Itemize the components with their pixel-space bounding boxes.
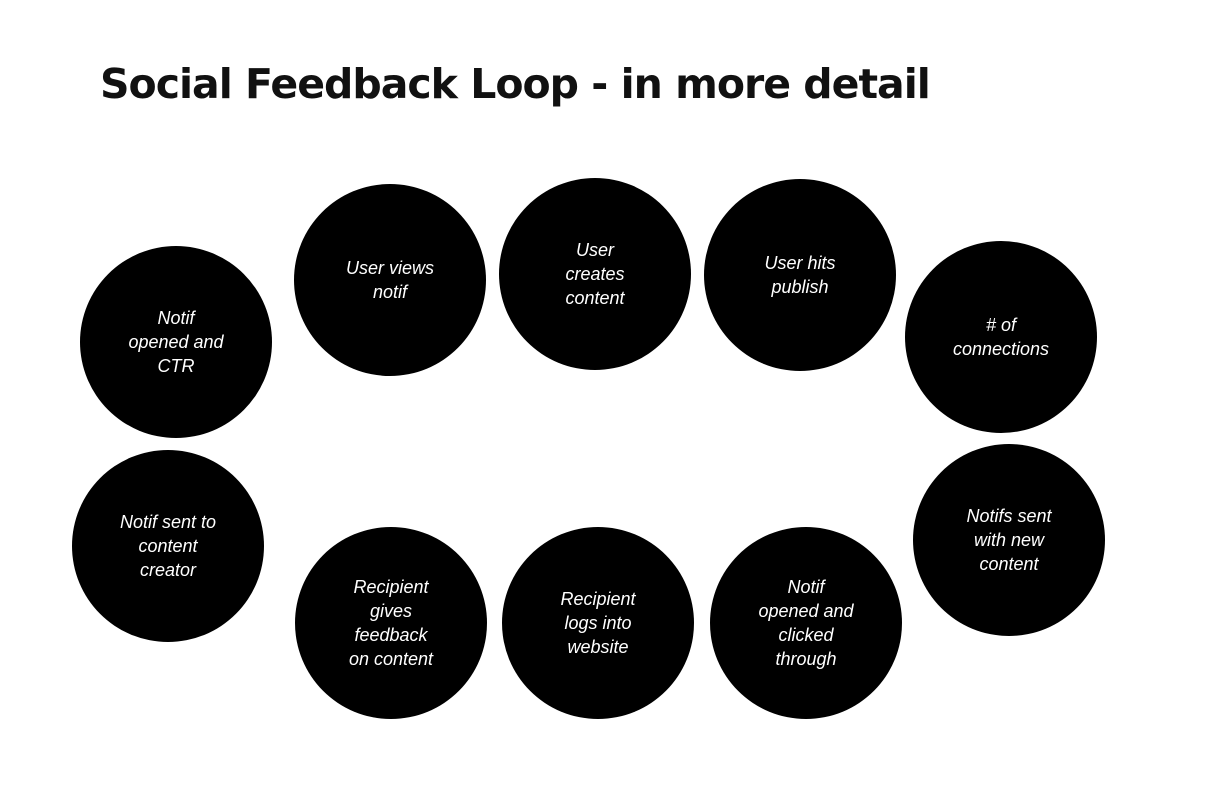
node-label: Notif sent to content creator	[119, 512, 217, 580]
node-label: User creates content	[565, 240, 625, 308]
node-recipient-logs-into-website: Recipient logs into website	[502, 527, 694, 719]
node-user-hits-publish: User hits publish	[704, 179, 896, 371]
node-recipient-gives-feedback: Recipient gives feedback on content	[295, 527, 487, 719]
node-label: # of connections	[952, 315, 1050, 359]
slide-title: Social Feedback Loop - in more detail	[100, 60, 931, 108]
node-label: User hits publish	[764, 253, 836, 297]
node-label: User views notif	[345, 258, 434, 302]
node-notif-opened-and-clicked-through: Notif opened and clicked through	[710, 527, 902, 719]
node-label: Notif opened and clicked through	[758, 577, 854, 669]
node-number-of-connections: # of connections	[905, 241, 1097, 433]
node-label: Recipient logs into website	[560, 589, 636, 657]
node-label: Notifs sent with new content	[966, 506, 1052, 574]
node-label: Notif opened and CTR	[128, 308, 224, 376]
node-notif-opened-and-ctr: Notif opened and CTR	[80, 246, 272, 438]
node-notif-sent-to-content-creator: Notif sent to content creator	[72, 450, 264, 642]
node-user-views-notif: User views notif	[294, 184, 486, 376]
node-notifs-sent-with-new-content: Notifs sent with new content	[913, 444, 1105, 636]
node-label: Recipient gives feedback on content	[348, 577, 434, 669]
node-user-creates-content: User creates content	[499, 178, 691, 370]
